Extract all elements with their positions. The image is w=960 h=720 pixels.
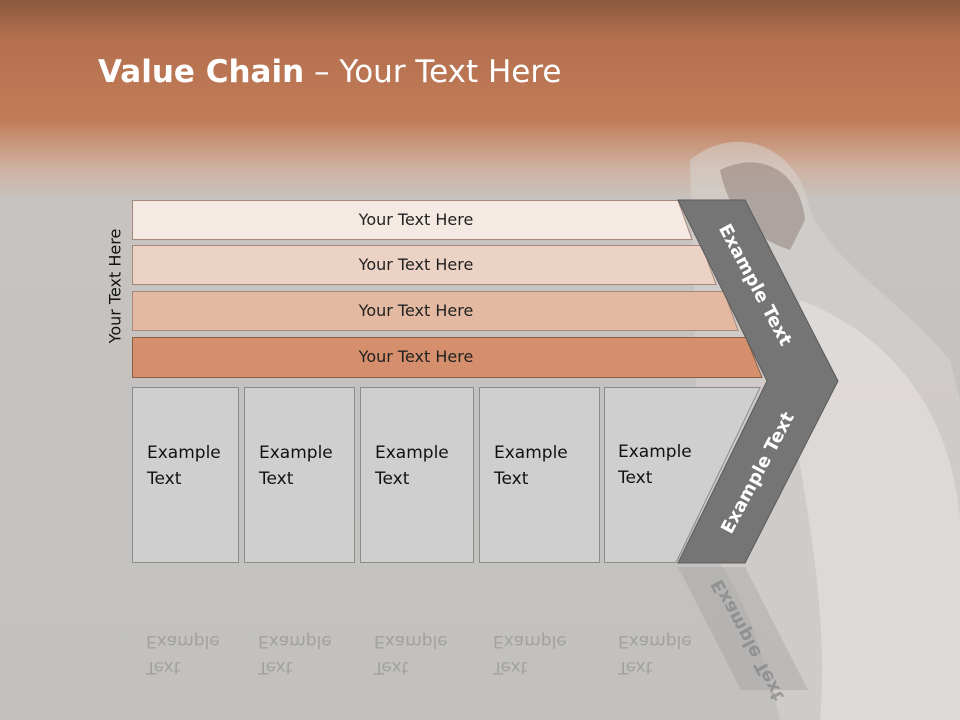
activity-box-4-line1: Example [494, 443, 568, 463]
activity-box-4-line2: Text [494, 469, 529, 489]
activity-box-5 [604, 387, 761, 563]
activity-box-2-line1: Example [259, 443, 333, 463]
row-band-4-label: Your Text Here [358, 347, 474, 366]
row-band-2-label: Your Text Here [358, 255, 474, 274]
activity-box-1-line2: Text [147, 469, 182, 489]
activity-box-3-line1: Example [375, 443, 449, 463]
activity-box-2-line2: Text [259, 469, 294, 489]
slide-title: Value Chain – Your Text Here [98, 54, 562, 90]
activity-box-1-line1: Example [147, 443, 221, 463]
activity-box-5-line1: Example [618, 442, 692, 462]
row-band-1-label: Your Text Here [358, 210, 474, 229]
row-band-3-label: Your Text Here [358, 301, 474, 320]
activity-box-5-line2: Text [618, 468, 653, 488]
activity-box-3-line2: Text [375, 469, 410, 489]
